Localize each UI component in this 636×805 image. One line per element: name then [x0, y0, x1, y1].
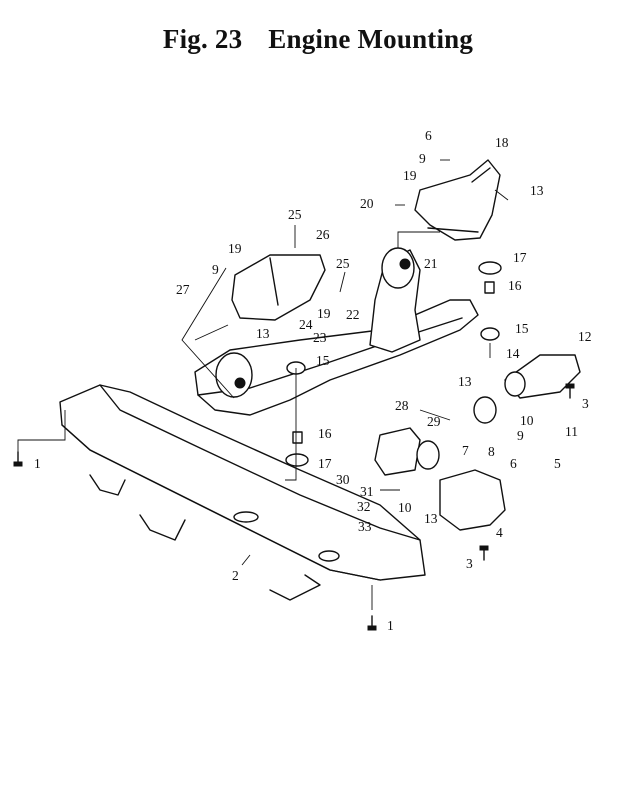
callout-15: 15 [515, 321, 529, 336]
mount-bracket-30 [374, 396, 497, 476]
callout-6: 6 [425, 128, 432, 143]
callout-22: 22 [346, 307, 360, 322]
callout-3: 3 [582, 396, 589, 411]
callout-19: 19 [228, 241, 242, 256]
callout-28: 28 [395, 398, 409, 413]
callout-3: 3 [466, 556, 473, 571]
callout-19: 19 [317, 306, 331, 321]
callout-6: 6 [510, 456, 517, 471]
left-bracket [231, 254, 326, 321]
callout-25: 25 [288, 207, 302, 222]
callout-24: 24 [299, 317, 313, 332]
right-lower-bracket [439, 469, 506, 531]
callout-16: 16 [318, 426, 332, 441]
callout-20: 20 [360, 196, 374, 211]
figure-title: Fig. 23 Engine Mounting [0, 24, 636, 55]
callout-23: 23 [313, 330, 327, 345]
callout-8: 8 [488, 444, 495, 459]
callout-29: 29 [427, 414, 441, 429]
callout-1: 1 [387, 618, 394, 633]
callout-16: 16 [508, 278, 522, 293]
callout-17: 17 [513, 250, 527, 265]
callout-15: 15 [316, 353, 330, 368]
figure-caption: Engine Mounting [268, 24, 474, 54]
callout-9: 9 [212, 262, 219, 277]
callout-13: 13 [458, 374, 472, 389]
mount-insulator-top [381, 247, 415, 289]
callout-1: 1 [34, 456, 41, 471]
callout-27: 27 [176, 282, 190, 297]
callout-32: 32 [357, 499, 371, 514]
callout-25: 25 [336, 256, 350, 271]
callout-13: 13 [530, 183, 544, 198]
leader-lines [17, 159, 509, 610]
callout-labels: 1 1 2 3 3 4 5 6 6 7 8 9 9 9 10 10 11 12 … [34, 128, 592, 633]
callout-19: 19 [403, 168, 417, 183]
callout-33: 33 [358, 519, 372, 534]
callout-2: 2 [232, 568, 239, 583]
front-crossmember [59, 384, 426, 601]
callout-10: 10 [398, 500, 412, 515]
callout-31: 31 [360, 484, 374, 499]
callout-10: 10 [520, 413, 534, 428]
mount-insulator-left [215, 352, 253, 398]
callout-30: 30 [336, 472, 350, 487]
callout-21: 21 [424, 256, 438, 271]
callout-14: 14 [506, 346, 520, 361]
callout-13: 13 [256, 326, 270, 341]
callout-9: 9 [517, 428, 524, 443]
upper-bracket [414, 159, 501, 241]
bushing-16-17 [285, 261, 502, 467]
callout-17: 17 [318, 456, 332, 471]
callout-4: 4 [496, 525, 503, 540]
callout-26: 26 [316, 227, 330, 242]
callout-13: 13 [424, 511, 438, 526]
callout-18: 18 [495, 135, 509, 150]
callout-12: 12 [578, 329, 592, 344]
callout-9: 9 [419, 151, 426, 166]
figure-number: Fig. 23 [162, 24, 243, 54]
callout-5: 5 [554, 456, 561, 471]
right-upper-bracket [504, 354, 581, 399]
bolts [13, 383, 575, 631]
callout-7: 7 [462, 443, 469, 458]
callout-11: 11 [565, 424, 578, 439]
